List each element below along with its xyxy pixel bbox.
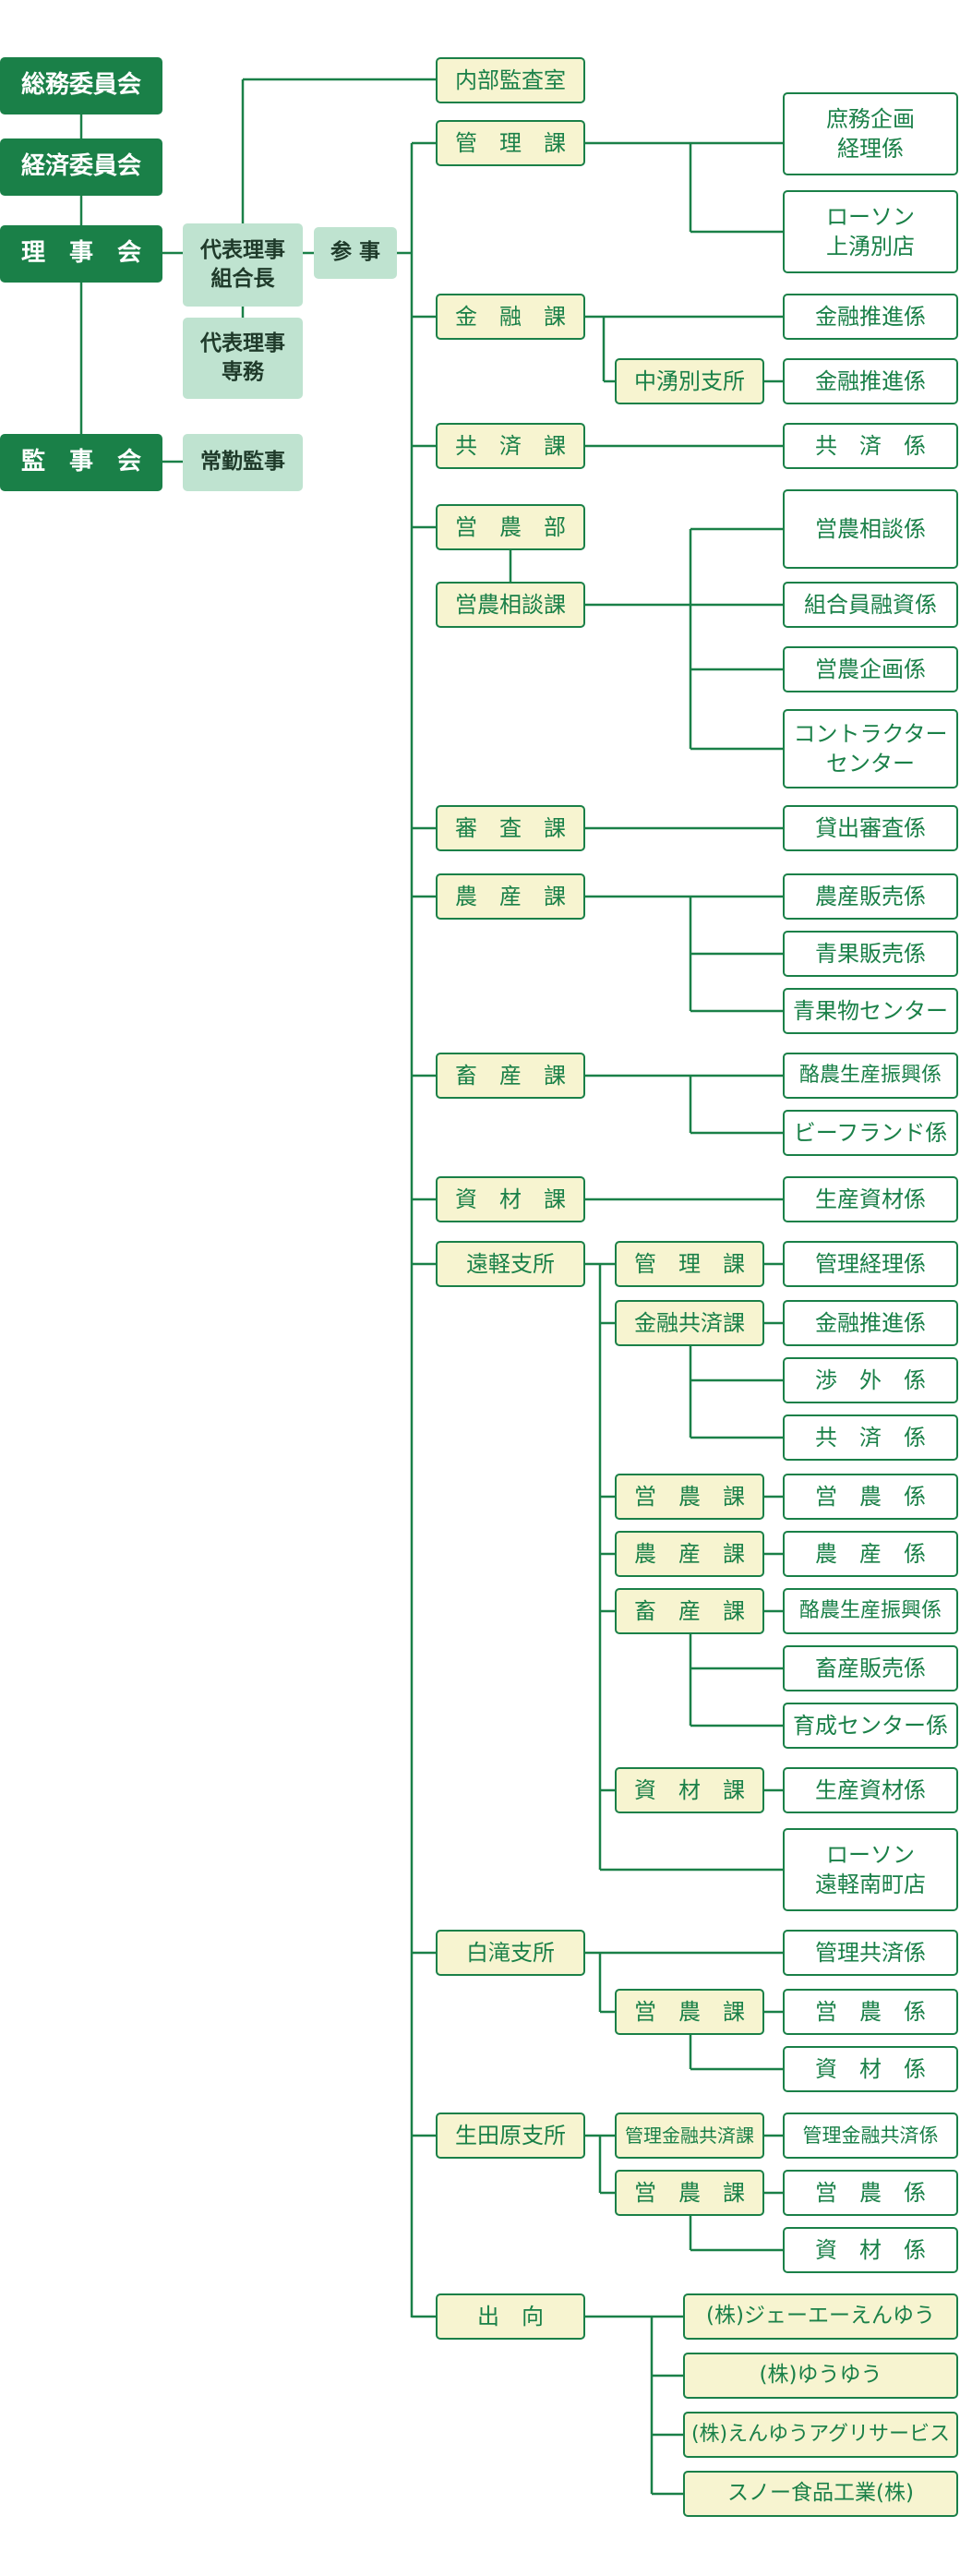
ikutawara-eino-kakari-box: 営 農 係 [783, 2170, 958, 2216]
ikutawara-branch-box: 生田原支所 [436, 2113, 585, 2159]
nosan-ka-box: 農 産 課 [436, 873, 585, 920]
kinyu-suishin-2-box: 金融推進係 [783, 358, 958, 404]
kanri-ka-box: 管 理 課 [436, 120, 585, 166]
representative-director-managing-box: 代表理事 専務 [183, 318, 303, 399]
nosan-hanbai-box: 農産販売係 [783, 873, 958, 920]
kinyu-suishin-1-box: 金融推進係 [783, 294, 958, 340]
nakayubetsu-branch-box: 中湧別支所 [615, 358, 764, 404]
seikabutsu-center-box: 青果物センター [783, 988, 958, 1034]
keizai-committee-box: 経済委員会 [0, 138, 162, 196]
shomu-kikaku-keiri-box: 庶務企画 経理係 [783, 92, 958, 175]
engaru-ikusei-center-box: 育成センター係 [783, 1703, 958, 1749]
engaru-eino-kakari-box: 営 農 係 [783, 1474, 958, 1520]
engaru-kyosai-box: 共 済 係 [783, 1414, 958, 1461]
board-of-directors-box: 理 事 会 [0, 225, 162, 283]
shirataki-shizai-box: 資 材 係 [783, 2046, 958, 2092]
engaru-kinyu-kyosai-ka-box: 金融共済課 [615, 1300, 764, 1346]
shizai-ka-box: 資 材 課 [436, 1176, 585, 1222]
rakuno-shinko-box: 酪農生産振興係 [783, 1053, 958, 1099]
eino-sodan-kakari-box: 営農相談係 [783, 489, 958, 569]
engaru-shizai-ka-box: 資 材 課 [615, 1767, 764, 1813]
engaru-chikusan-ka-box: 畜 産 課 [615, 1588, 764, 1634]
engaru-branch-box: 遠軽支所 [436, 1241, 585, 1287]
yuyu-company-box: (株)ゆうゆう [683, 2353, 958, 2399]
shirataki-eino-ka-box: 営 農 課 [615, 1989, 764, 2035]
sanji-box: 参 事 [314, 227, 397, 279]
shukko-box: 出 向 [436, 2293, 585, 2340]
beefland-box: ビーフランド係 [783, 1110, 958, 1156]
engaru-rakuno-box: 酪農生産振興係 [783, 1588, 958, 1634]
seisan-shizai-box: 生産資材係 [783, 1176, 958, 1222]
eino-bu-box: 営 農 部 [436, 504, 585, 550]
eino-kikaku-box: 営農企画係 [783, 646, 958, 692]
shirataki-eino-kakari-box: 営 農 係 [783, 1989, 958, 2035]
lawson-kamiyubetsu-box: ローソン 上湧別店 [783, 190, 958, 273]
engaru-seisan-shizai-box: 生産資材係 [783, 1767, 958, 1813]
full-time-auditor-box: 常勤監事 [183, 434, 303, 491]
somu-committee-box: 総務委員会 [0, 57, 162, 114]
shinsa-ka-box: 審 査 課 [436, 805, 585, 851]
kyosai-ka-box: 共 済 課 [436, 423, 585, 469]
internal-audit-box: 内部監査室 [436, 57, 585, 103]
engaru-nosan-kakari-box: 農 産 係 [783, 1531, 958, 1577]
engaru-kanri-ka-box: 管 理 課 [615, 1241, 764, 1287]
ja-enyu-company-box: (株)ジェーエーえんゆう [683, 2293, 958, 2340]
shirataki-kanri-kyosai-box: 管理共済係 [783, 1930, 958, 1976]
ikutawara-eino-ka-box: 営 農 課 [615, 2170, 764, 2216]
ikutawara-kanri-kakari-box: 管理金融共済係 [783, 2113, 958, 2159]
kumiaiin-yushi-box: 組合員融資係 [783, 582, 958, 628]
eino-sodan-ka-box: 営農相談課 [436, 582, 585, 628]
seika-hanbai-box: 青果販売係 [783, 931, 958, 977]
ikutawara-shizai-box: 資 材 係 [783, 2227, 958, 2273]
lawson-engaru-minami-box: ローソン 遠軽南町店 [783, 1828, 958, 1911]
ikutawara-kanri-ka-box: 管理金融共済課 [615, 2113, 764, 2159]
kinyu-ka-box: 金 融 課 [436, 294, 585, 340]
representative-director-president-box: 代表理事 組合長 [183, 223, 303, 307]
engaru-shogai-box: 渉 外 係 [783, 1357, 958, 1403]
engaru-eino-ka-box: 営 農 課 [615, 1474, 764, 1520]
engaru-nosan-ka-box: 農 産 課 [615, 1531, 764, 1577]
engaru-kanri-keiri-box: 管理経理係 [783, 1241, 958, 1287]
contractor-center-box: コントラクター センター [783, 709, 958, 788]
kashidashi-shinsa-box: 貸出審査係 [783, 805, 958, 851]
shirataki-branch-box: 白滝支所 [436, 1930, 585, 1976]
snow-foods-box: スノー食品工業(株) [683, 2471, 958, 2517]
engaru-kinyu-suishin-box: 金融推進係 [783, 1300, 958, 1346]
chikusan-ka-box: 畜 産 課 [436, 1053, 585, 1099]
enyu-agri-service-box: (株)えんゆうアグリサービス [683, 2412, 958, 2458]
board-of-auditors-box: 監 事 会 [0, 434, 162, 491]
engaru-chikusan-hanbai-box: 畜産販売係 [783, 1645, 958, 1691]
kyosai-kakari-box: 共 済 係 [783, 423, 958, 469]
